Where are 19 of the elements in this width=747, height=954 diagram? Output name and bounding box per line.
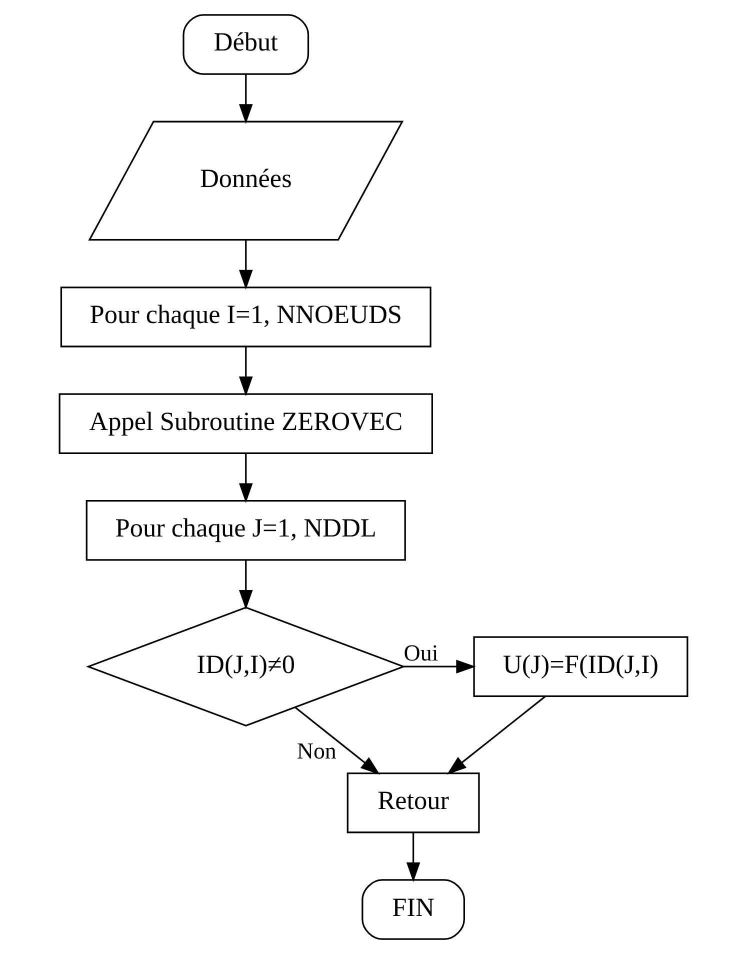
node-box: Début: [182, 14, 310, 75]
node-box: Pour chaque I=1, NNOEUDS: [60, 286, 432, 348]
arrow: [238, 74, 253, 124]
arrow: [238, 240, 253, 290]
node-box: U(J)=F(ID(J,I): [473, 636, 688, 697]
arrow: [406, 832, 420, 882]
arrow: [238, 346, 253, 396]
node-box: FIN: [362, 879, 465, 940]
arrow: [446, 696, 546, 775]
arrow: [294, 706, 380, 775]
arrow: [404, 660, 476, 674]
arrow: [238, 454, 253, 503]
edge-label: Non: [296, 738, 336, 764]
node-diamond: ID(J,I)≠0: [86, 606, 406, 727]
node-box: Pour chaque J=1, NDDL: [86, 500, 406, 561]
node-box: Appel Subroutine ZEROVEC: [58, 393, 433, 454]
arrow: [238, 560, 253, 610]
edge-label: Oui: [404, 640, 438, 666]
node-box: Retour: [346, 772, 480, 834]
